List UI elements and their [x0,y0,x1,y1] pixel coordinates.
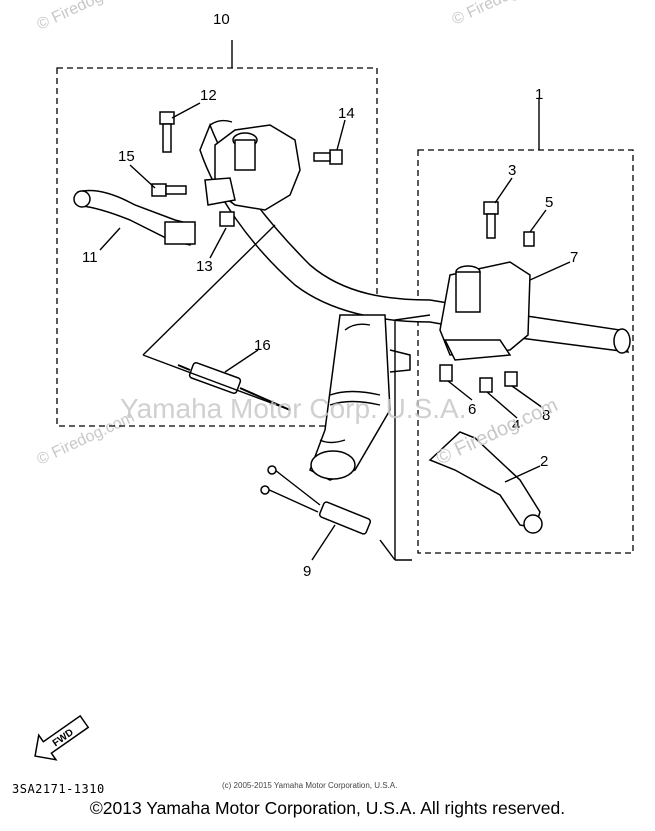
left-assembly-box [56,67,378,427]
small-copyright: (c) 2005-2015 Yamaha Motor Corporation, … [222,781,397,790]
watermark-yamaha: Yamaha Motor Corp. U.S.A. [120,393,467,424]
fwd-arrow: FWD [34,714,90,761]
footer-copyright: ©2013 Yamaha Motor Corporation, U.S.A. A… [89,798,566,818]
callout-5: 5 [545,194,553,211]
left-lever [73,189,196,246]
callout-1: 1 [535,86,543,103]
left-bolts [151,111,343,227]
callout-9: 9 [303,563,311,580]
callout-12: 12 [200,87,217,104]
callout-3: 3 [508,162,516,179]
callout-8: 8 [542,407,550,424]
callout-16: 16 [254,337,271,354]
right-lever-holder [439,261,531,361]
callout-6: 6 [468,401,476,418]
callout-14: 14 [338,105,355,122]
brake-switch-9 [260,465,372,535]
callout-15: 15 [118,148,135,165]
handlebar [199,119,631,354]
callout-2: 2 [540,453,548,470]
right-assembly-box [417,149,634,554]
callout-4: 4 [512,417,520,434]
callout-7: 7 [570,249,578,266]
callout-10: 10 [213,11,230,28]
watermark-firedog-top-left: © Firedog.com [35,0,137,34]
left-lever-holder [204,124,301,211]
diagram-code: 3SA2171-1310 [12,782,105,796]
callout-numbers: 10 1 12 14 15 11 13 16 3 5 7 6 4 8 2 9 [82,11,578,580]
callout-leaders [99,102,571,561]
callout-11: 11 [82,249,98,266]
wiring-leaders [142,224,431,561]
right-lever [428,431,543,534]
watermark-firedog-top-right: © Firedog.com [450,0,552,29]
callout-13: 13 [196,258,213,275]
right-bolts [439,201,535,393]
